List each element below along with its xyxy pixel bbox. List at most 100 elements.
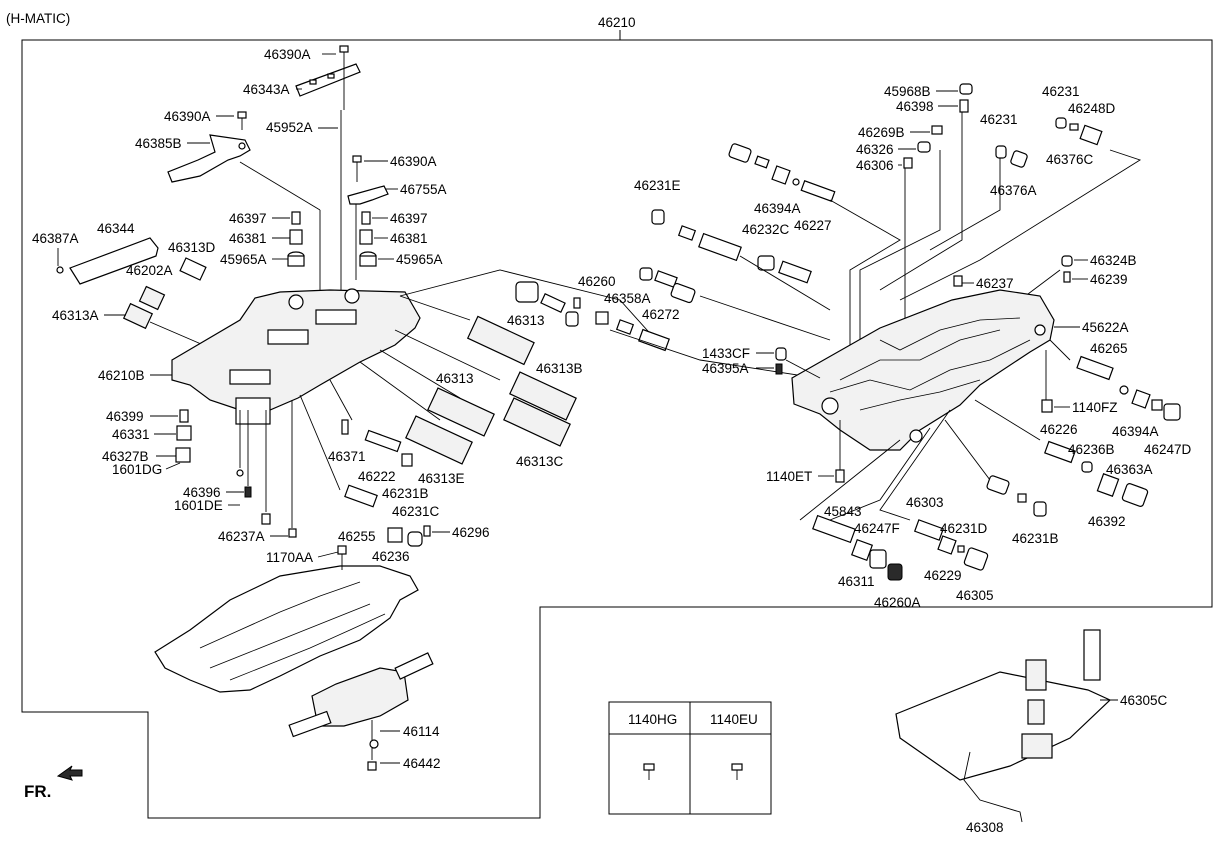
callout-46376A: 46376A — [990, 183, 1037, 198]
assembly-number: 46210 — [598, 15, 636, 30]
callout-46392: 46392 — [1088, 514, 1126, 529]
front-label: FR. — [24, 782, 51, 801]
callout-46305: 46305 — [956, 588, 994, 603]
plug-46327B — [175, 447, 191, 463]
front-arrow-icon — [56, 765, 83, 781]
callout-46247D: 46247D — [1144, 442, 1192, 457]
plug-45965A-right — [359, 251, 377, 267]
plug-45965A-left — [287, 251, 305, 267]
callout-46231B-left: 46231B — [382, 486, 429, 501]
callout-45622A: 45622A — [1082, 320, 1129, 335]
callout-46239: 46239 — [1090, 272, 1128, 287]
callout-46396: 46396 — [183, 485, 221, 500]
callout-1170AA: 1170AA — [266, 550, 313, 565]
sub-valve-body — [288, 652, 434, 738]
callout-46229: 46229 — [924, 568, 962, 583]
solenoid-46202A — [138, 285, 166, 311]
callout-46232C: 46232C — [742, 222, 790, 237]
callout-46231D: 46231D — [940, 521, 988, 536]
callout-46227: 46227 — [794, 218, 832, 233]
callout-46222: 46222 — [358, 469, 396, 484]
piston-46313-top — [515, 281, 539, 303]
callout-46303: 46303 — [906, 495, 944, 510]
callout-46442: 46442 — [403, 756, 441, 771]
callout-1433CF: 1433CF — [702, 346, 750, 361]
callout-46387A: 46387A — [32, 231, 79, 246]
callout-46371: 46371 — [328, 449, 366, 464]
callout-labels: 46390A 46343A 46390A 46385B 45952A 46390… — [32, 47, 1192, 835]
callout-46231-a: 46231 — [980, 112, 1018, 127]
callout-1140ET: 1140ET — [766, 469, 812, 484]
callout-46313B: 46313B — [536, 361, 583, 376]
callout-46247F: 46247F — [854, 521, 900, 536]
callout-46381-left: 46381 — [229, 231, 267, 246]
spring-46236 — [387, 527, 403, 543]
clip-46296 — [423, 525, 431, 537]
callout-45968B: 45968B — [884, 84, 931, 99]
callout-46210B: 46210B — [98, 368, 145, 383]
bolt-table-col1-label: 1140HG — [628, 712, 677, 727]
callout-46265: 46265 — [1090, 341, 1128, 356]
solenoid-46313E — [405, 415, 473, 465]
plug-46231C — [407, 531, 423, 547]
callout-46248D: 46248D — [1068, 101, 1116, 116]
callout-1140FZ: 1140FZ — [1072, 400, 1118, 415]
callout-45843: 45843 — [824, 504, 862, 519]
spool-46272 — [638, 328, 670, 352]
callout-46236: 46236 — [372, 549, 410, 564]
callout-46326: 46326 — [856, 142, 894, 157]
callout-46306: 46306 — [856, 158, 894, 173]
callout-46385B: 46385B — [135, 136, 182, 151]
bolt-icon-1140EU — [731, 763, 743, 780]
callout-46324B: 46324B — [1090, 253, 1137, 268]
solenoid-46313C — [503, 397, 571, 447]
callout-45965A-left: 45965A — [220, 252, 267, 267]
callout-46305C: 46305C — [1120, 693, 1168, 708]
callout-46399: 46399 — [106, 409, 144, 424]
spring-46381-right — [359, 229, 373, 245]
callout-46255: 46255 — [338, 529, 376, 544]
valve-46222 — [364, 429, 402, 453]
plate-46343A — [295, 63, 361, 97]
callout-46327B: 46327B — [102, 449, 149, 464]
callout-46311: 46311 — [838, 574, 875, 589]
callout-46313D: 46313D — [168, 240, 216, 255]
valve-body-45622A — [791, 289, 1055, 451]
callout-46260A: 46260A — [874, 595, 921, 610]
valve-46255 — [344, 484, 378, 508]
callout-46226: 46226 — [1040, 422, 1078, 437]
bolt-46390A-mid — [352, 155, 362, 182]
callout-46395A: 46395A — [702, 361, 749, 376]
callout-1601DE: 1601DE — [174, 498, 223, 513]
callout-45965A-right: 45965A — [396, 252, 443, 267]
spool-46260 — [595, 311, 609, 325]
plug-46231B-left — [401, 453, 413, 467]
callout-46231-b: 46231 — [1042, 84, 1080, 99]
variant-label: (H-MATIC) — [6, 11, 70, 26]
callout-46269B: 46269B — [858, 125, 905, 140]
spring-46397-right — [361, 211, 371, 225]
callout-45952A: 45952A — [266, 120, 313, 135]
callout-46331: 46331 — [112, 427, 150, 442]
callout-46343A: 46343A — [243, 82, 290, 97]
solenoid-46313D — [179, 257, 207, 281]
bolt-icon-1140HG — [643, 763, 655, 780]
callout-46358A: 46358A — [604, 291, 651, 306]
callout-46397-right: 46397 — [390, 211, 428, 226]
callout-46231B-right: 46231B — [1012, 531, 1059, 546]
callout-46237A: 46237A — [218, 529, 265, 544]
bracket-46385B — [167, 134, 251, 183]
separator-plate — [154, 565, 419, 693]
assembly-frame — [21, 30, 1213, 819]
spring-46399 — [179, 409, 189, 423]
callout-46394A-right: 46394A — [1112, 424, 1159, 439]
callout-46202A: 46202A — [126, 263, 173, 278]
callout-46313A: 46313A — [52, 308, 99, 323]
bolt-46390A-left — [237, 111, 247, 130]
valve-body-46210B — [171, 288, 421, 425]
callout-46390A-mid: 46390A — [390, 154, 437, 169]
callout-46114: 46114 — [403, 724, 440, 739]
callout-46231E: 46231E — [634, 178, 681, 193]
callout-46236B: 46236B — [1068, 442, 1115, 457]
bolt-46390A-top — [339, 45, 349, 66]
